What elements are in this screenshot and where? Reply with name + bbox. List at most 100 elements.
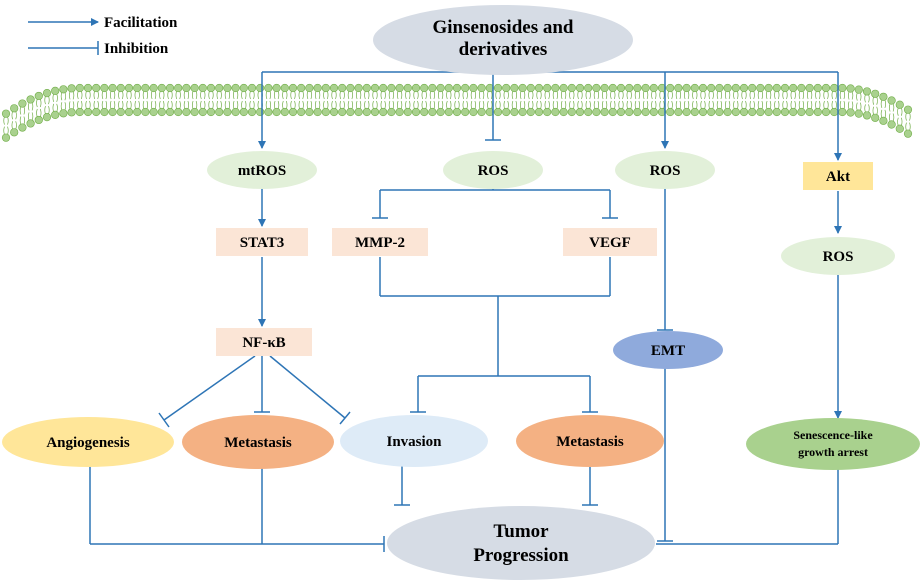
lipid-tail bbox=[692, 90, 698, 100]
lipid-head bbox=[354, 107, 363, 117]
lipid-tail bbox=[315, 90, 321, 100]
lipid-tail bbox=[151, 100, 157, 110]
invasion-label: Invasion bbox=[386, 434, 442, 450]
lipid-head bbox=[272, 107, 281, 117]
lipid-tail bbox=[241, 100, 247, 110]
ros-center-ellipse bbox=[443, 151, 543, 189]
lipid-tail bbox=[397, 90, 403, 100]
lipid-head bbox=[641, 107, 650, 117]
lipid-tail bbox=[692, 100, 698, 110]
lipid-tail bbox=[880, 109, 886, 118]
lipid-head bbox=[854, 109, 863, 118]
lipid-head bbox=[477, 83, 486, 93]
lipid-tail bbox=[36, 98, 42, 108]
lipid-head bbox=[206, 83, 216, 93]
lipid-head bbox=[633, 107, 642, 117]
lipid-head bbox=[379, 83, 388, 93]
lipid-tail bbox=[536, 90, 542, 100]
lipid-head bbox=[838, 83, 847, 93]
lipid-tail bbox=[798, 100, 804, 110]
lipid-head bbox=[346, 83, 355, 93]
lipid-tail bbox=[757, 100, 763, 110]
lipid-head bbox=[846, 84, 855, 93]
lipid-head bbox=[206, 107, 216, 117]
senescence-label-line2: growth arrest bbox=[798, 445, 868, 459]
lipid-tail bbox=[520, 100, 526, 110]
lipid-tail bbox=[126, 90, 132, 100]
lipid-head bbox=[370, 107, 380, 117]
lipid-tail bbox=[659, 100, 665, 110]
lipid-head bbox=[239, 107, 248, 117]
lipid-head bbox=[895, 100, 904, 109]
lipid-tail bbox=[782, 100, 788, 110]
lipid-tail bbox=[766, 100, 772, 110]
lipid-tail bbox=[438, 100, 444, 110]
lipid-tail bbox=[347, 100, 353, 110]
emt-label: EMT bbox=[651, 343, 685, 359]
lipid-tail bbox=[651, 90, 657, 100]
lipid-tail bbox=[585, 100, 591, 110]
lipid-head bbox=[174, 83, 183, 93]
lipid-head bbox=[625, 83, 634, 93]
lipid-head bbox=[469, 83, 478, 93]
lipid-head bbox=[395, 107, 404, 117]
lipid-head bbox=[124, 107, 134, 117]
metastasis-right-label: Metastasis bbox=[556, 434, 624, 450]
lipid-head bbox=[633, 83, 642, 93]
lipid-head bbox=[83, 107, 93, 117]
lipid-tail bbox=[405, 90, 411, 100]
lipid-head bbox=[379, 107, 388, 117]
lipid-tail bbox=[356, 100, 362, 110]
lipid-head bbox=[149, 107, 158, 117]
lipid-head bbox=[420, 107, 429, 117]
ros-akt-label: ROS bbox=[823, 249, 854, 265]
lipid-head bbox=[461, 83, 470, 93]
lipid-head bbox=[838, 107, 847, 117]
lipid-tail bbox=[577, 100, 583, 110]
mmp2-box bbox=[332, 228, 428, 256]
lipid-head bbox=[264, 83, 273, 93]
lipid-head bbox=[723, 107, 732, 117]
lipid-head bbox=[739, 107, 749, 117]
lipid-tail bbox=[282, 90, 288, 100]
lipid-head bbox=[518, 83, 527, 93]
lipid-head bbox=[543, 107, 552, 117]
lipid-tail bbox=[552, 100, 558, 110]
metastasis-left-label: Metastasis bbox=[224, 435, 292, 451]
ginsenosides-label-line2: derivatives bbox=[459, 39, 548, 60]
lipid-head bbox=[682, 107, 691, 117]
lipid-tail bbox=[495, 100, 501, 110]
lipid-head bbox=[534, 83, 544, 93]
lipid-tail bbox=[159, 90, 165, 100]
lipid-tail bbox=[823, 100, 829, 110]
lipid-head bbox=[567, 83, 576, 93]
lipid-head bbox=[387, 83, 396, 93]
senescence-ellipse bbox=[746, 418, 920, 470]
lipid-head bbox=[748, 107, 757, 117]
lipid-head bbox=[731, 107, 740, 117]
lipid-tail bbox=[872, 96, 878, 105]
lipid-head bbox=[338, 107, 347, 117]
lipid-tail bbox=[69, 91, 75, 100]
lipid-head bbox=[879, 92, 888, 101]
lipid-tail bbox=[552, 90, 558, 100]
lipid-tail bbox=[298, 100, 304, 110]
lipid-tail bbox=[774, 100, 780, 110]
lipid-head bbox=[772, 107, 781, 117]
lipid-head bbox=[854, 85, 863, 94]
lipid-head bbox=[26, 95, 35, 104]
lipid-tail bbox=[241, 90, 247, 100]
lipid-tail bbox=[19, 116, 25, 125]
lipid-tail bbox=[274, 90, 280, 100]
lipid-head bbox=[108, 107, 117, 117]
lipid-head bbox=[830, 107, 839, 117]
lipid-head bbox=[764, 83, 773, 93]
lipid-tail bbox=[561, 90, 567, 100]
lipid-head bbox=[288, 83, 298, 93]
lipid-head bbox=[444, 107, 453, 117]
lipid-head bbox=[764, 107, 773, 117]
connectors bbox=[89, 71, 842, 552]
lipid-head bbox=[534, 107, 544, 117]
lipid-head bbox=[559, 107, 568, 117]
